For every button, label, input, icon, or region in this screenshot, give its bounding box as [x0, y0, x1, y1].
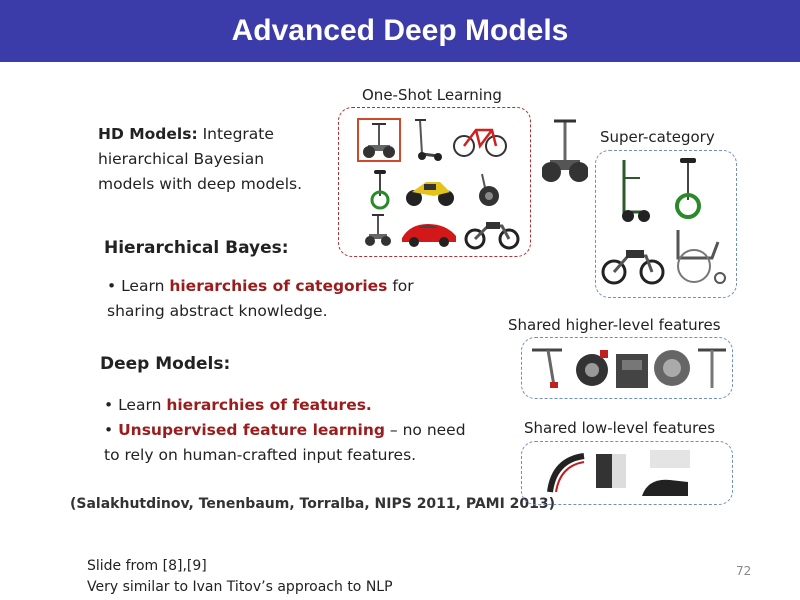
unicycle-tall-icon	[672, 156, 704, 220]
hd-models-text: HD Models: Integrate hierarchical Bayesi…	[98, 122, 302, 197]
corner-feature-icon	[640, 448, 692, 498]
deep-models-heading: Deep Models:	[100, 354, 230, 374]
edge-feature-icon	[594, 452, 628, 490]
deep-models-bullets: • Learn hierarchies of features. • Unsup…	[104, 393, 466, 468]
hb-bullet-pre: • Learn	[107, 277, 169, 295]
stem-part-icon	[694, 344, 730, 392]
sports-car-icon	[400, 218, 458, 248]
label-higher-features: Shared higher-level features	[508, 316, 721, 334]
label-one-shot: One-Shot Learning	[362, 86, 502, 104]
footer-notes: Slide from [8],[9] Very similar to Ivan …	[87, 556, 393, 598]
curve-feature-icon	[546, 452, 588, 496]
hierarchical-bayes-heading: Hierarchical Bayes:	[104, 238, 289, 258]
label-super-category: Super-category	[600, 128, 715, 146]
segway-side-icon	[472, 172, 506, 208]
page-number: 72	[736, 564, 751, 578]
dm-bullet2-emphasis: Unsupervised feature learning	[118, 421, 385, 439]
wheel-part-icon	[572, 344, 612, 392]
hierarchical-bayes-bullet: • Learn hierarchies of categories for sh…	[107, 274, 414, 324]
segway-small-icon	[364, 212, 392, 248]
hd-models-line2: hierarchical Bayesian	[98, 147, 302, 172]
dm-bullet1-pre: • Learn	[104, 396, 166, 414]
motorcycle-icon	[404, 174, 456, 208]
bicycle-icon	[452, 122, 508, 158]
hb-bullet-post: for	[387, 277, 413, 295]
chopper-icon	[464, 214, 520, 250]
hd-models-line3: models with deep models.	[98, 172, 302, 197]
handlebar-part-icon	[528, 344, 568, 392]
title-bar: Advanced Deep Models	[0, 0, 800, 62]
motorcycle-cruiser-icon	[600, 238, 666, 286]
dm-bullet2-pre: •	[104, 421, 118, 439]
citation: (Salakhutdinov, Tenenbaum, Torralba, NIP…	[70, 496, 555, 512]
dm-bullet2-post: – no need	[385, 421, 466, 439]
hb-bullet-emphasis: hierarchies of categories	[169, 277, 387, 295]
wheelchair-icon	[664, 224, 730, 286]
hb-bullet-line2: sharing abstract knowledge.	[107, 299, 414, 324]
label-low-features: Shared low-level features	[524, 419, 715, 437]
dm-bullet1-emphasis: hierarchies of features.	[166, 396, 372, 414]
hd-models-heading: HD Models:	[98, 125, 198, 143]
footer-line2: Very similar to Ivan Titov’s approach to…	[87, 577, 393, 598]
segway-icon	[362, 121, 396, 159]
hd-models-line1: Integrate	[198, 125, 274, 143]
dm-bullet2-line2: to rely on human-crafted input features.	[104, 443, 466, 468]
unicycle-icon	[368, 168, 392, 210]
tire-part-icon	[652, 344, 692, 392]
scooter-icon	[412, 116, 442, 162]
frame-part-icon	[614, 350, 650, 392]
segway-large-icon	[542, 116, 588, 186]
hand-truck-icon	[614, 158, 654, 224]
footer-line1: Slide from [8],[9]	[87, 556, 393, 577]
slide-title: Advanced Deep Models	[232, 14, 569, 48]
